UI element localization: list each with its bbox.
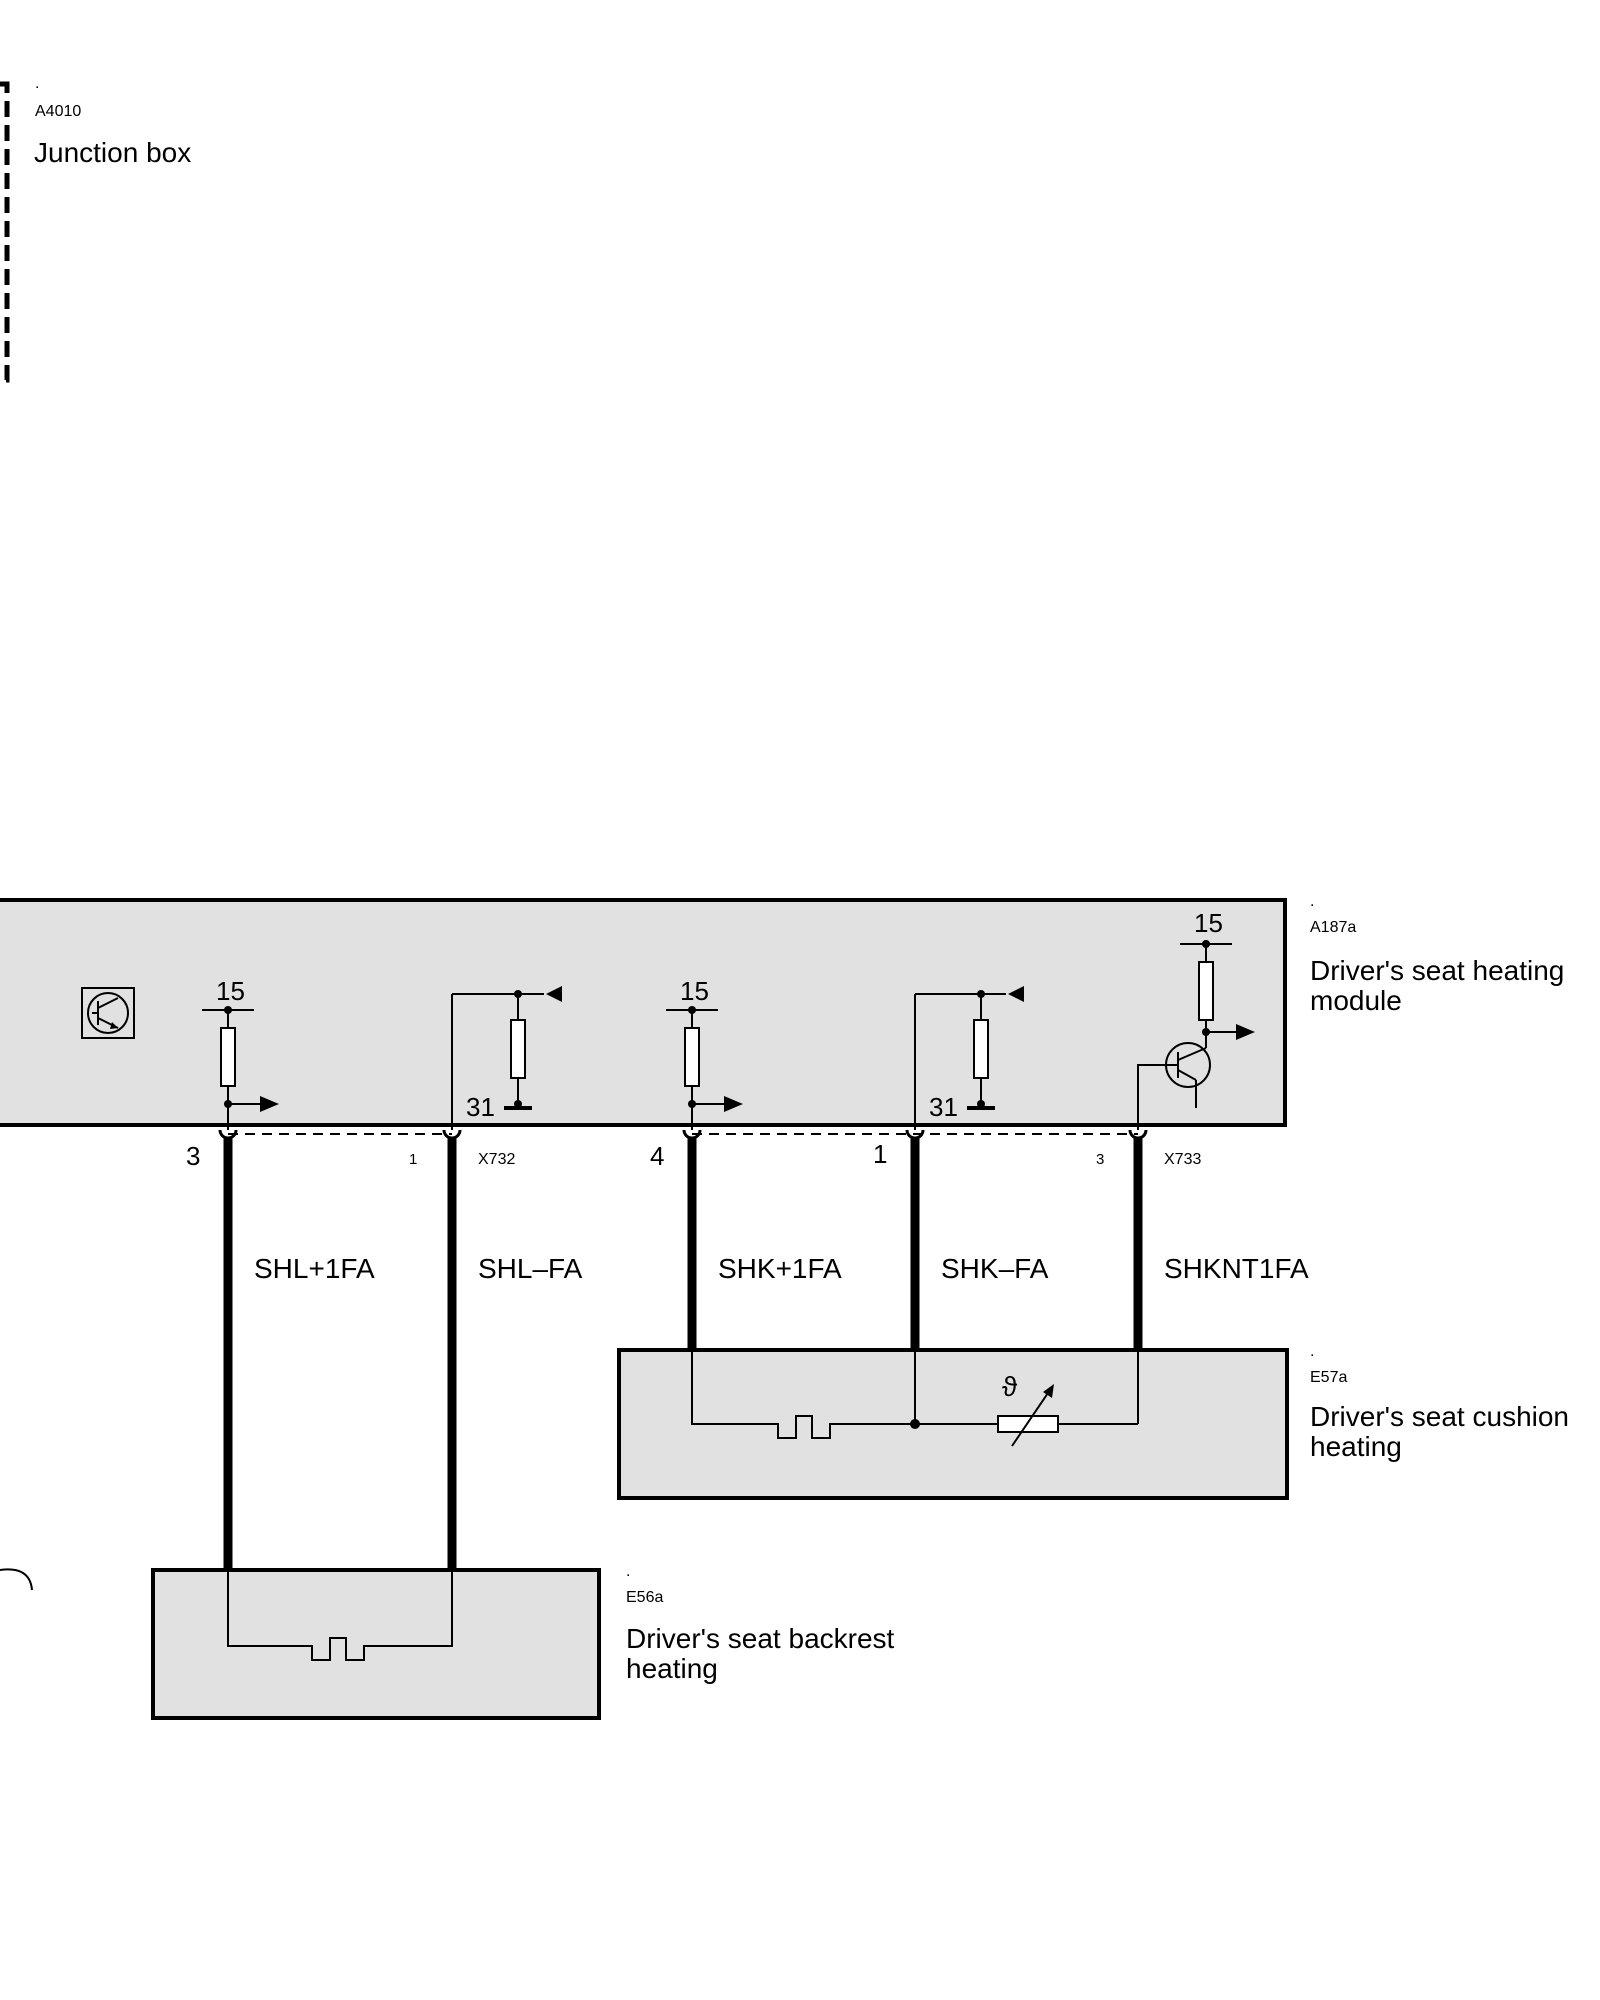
seat-backrest-heating: . E56a Driver's seat backrest heating [151, 1563, 895, 1720]
terminal-31-label: 31 [466, 1092, 495, 1122]
output-arrow [724, 1096, 743, 1112]
junction-box-outline [0, 81, 10, 383]
output-arrow [1236, 1024, 1255, 1040]
wire-label: SHL+1FA [254, 1253, 375, 1284]
connector-x732: 3 1 X732 [186, 1129, 515, 1171]
connector-pin-label: 3 [1096, 1151, 1104, 1168]
terminal-15-label: 15 [1194, 908, 1223, 938]
terminal-31-label: 31 [929, 1092, 958, 1122]
pullup-resistor [684, 1027, 700, 1087]
connector-pin-label: 1 [873, 1139, 887, 1169]
temperature-symbol: ϑ [1002, 1371, 1018, 1402]
output-arrow [260, 1096, 279, 1112]
circuit-ntc: 15 [1137, 908, 1255, 1130]
transistor-icon [1165, 1042, 1211, 1108]
ground-resistor [510, 1019, 526, 1079]
backrest-marker: . [626, 1563, 630, 1580]
terminal-15-label: 15 [216, 976, 245, 1006]
connector-pin-label: 4 [650, 1141, 664, 1171]
circuit-cushion-plus: 15 [666, 976, 743, 1130]
module-box [0, 898, 1287, 1127]
input-arrow [546, 986, 562, 1002]
circuit-backrest-plus: 15 [202, 976, 279, 1130]
circuit-backrest-minus: 31 [451, 986, 562, 1130]
harness-wires: SHL+1FA SHL–FA SHK+1FA SHK–FA SHKNT1FA [223, 1138, 1309, 1570]
heating-element-symbol [691, 1350, 916, 1439]
wire-label: SHL–FA [478, 1253, 583, 1284]
connector-name: X732 [478, 1151, 515, 1168]
pullup-resistor [1198, 961, 1214, 1021]
ground-resistor [973, 1019, 989, 1079]
terminal-15-label: 15 [680, 976, 709, 1006]
connector-name: X733 [1164, 1151, 1201, 1168]
cushion-marker: . [1310, 1343, 1314, 1360]
backrest-box [151, 1568, 601, 1720]
connector-x733: 4 1 3 X733 [650, 1129, 1201, 1171]
seat-cushion-heating: ϑ . E57a Driver's seat cushion heating [617, 1343, 1569, 1500]
partial-symbol [0, 1568, 33, 1591]
module-marker: . [1310, 893, 1314, 910]
connector-pin-label: 1 [409, 1151, 417, 1168]
circuit-cushion-minus: 31 [914, 986, 1024, 1130]
module-name-line1: Driver's seat heating [1310, 955, 1564, 986]
module-name-line2: module [1310, 985, 1402, 1016]
cushion-name-line1: Driver's seat cushion [1310, 1401, 1569, 1432]
backrest-code: E56a [626, 1589, 663, 1606]
wire-label: SHK+1FA [718, 1253, 842, 1284]
cushion-name-line2: heating [1310, 1431, 1402, 1462]
junction-box-marker: . [35, 75, 39, 92]
cushion-code: E57a [1310, 1369, 1347, 1386]
connector-pin-label: 3 [186, 1141, 200, 1171]
junction-box-code: A4010 [35, 103, 81, 120]
wire-label: SHK–FA [941, 1253, 1049, 1284]
wire-label: SHKNT1FA [1164, 1253, 1309, 1284]
junction-box-name: Junction box [34, 137, 191, 168]
backrest-name-line1: Driver's seat backrest [626, 1623, 895, 1654]
pullup-resistor [220, 1027, 236, 1087]
junction-box: . A4010 Junction box [0, 75, 191, 383]
input-arrow [1008, 986, 1024, 1002]
control-unit-icon [81, 987, 135, 1039]
heating-element-symbol [227, 1570, 453, 1661]
seat-heating-module: 15 31 15 [0, 893, 1564, 1130]
backrest-name-line2: heating [626, 1653, 718, 1684]
module-code: A187a [1310, 919, 1356, 936]
